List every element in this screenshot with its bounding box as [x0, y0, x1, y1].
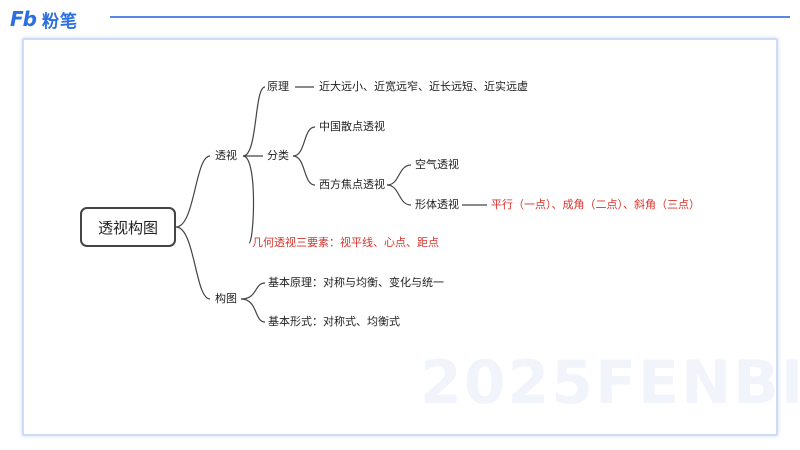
- edge-root-composition: [175, 226, 211, 300]
- edge-perspective-geometry: [242, 155, 255, 244]
- fenbi-logo: Fb 粉笔: [10, 4, 78, 34]
- slide-frame: [22, 38, 778, 436]
- edge-composition-principle: [240, 282, 266, 300]
- node-basic-principle: 基本原理：对称与均衡、变化与统一: [268, 276, 444, 289]
- node-principle-detail: 近大远小、近宽远窄、近长远短、近实远虚: [319, 80, 528, 93]
- header-divider: [110, 16, 790, 18]
- node-composition: 构图: [215, 292, 237, 305]
- edge-perspective-principle: [242, 86, 266, 157]
- root-node: 透视构图: [80, 207, 176, 247]
- edge-classification-chinese: [292, 126, 316, 157]
- watermark: 2025FENBI: [420, 348, 800, 418]
- edge-western-form: [386, 184, 412, 206]
- node-classification: 分类: [267, 149, 289, 162]
- node-geometry-elements: 几何透视三要素：视平线、心点、距点: [252, 236, 439, 249]
- node-form-detail: 平行（一点）、成角（二点）、斜角（三点）: [491, 198, 700, 211]
- edge-composition-form: [240, 298, 266, 323]
- logo-mark: Fb: [10, 7, 37, 31]
- edge-root-perspective: [175, 155, 211, 228]
- logo-text: 粉笔: [41, 11, 78, 32]
- edge-western-air: [386, 164, 412, 186]
- node-form-perspective: 形体透视: [415, 198, 459, 211]
- node-perspective: 透视: [215, 149, 237, 162]
- node-principle: 原理: [267, 80, 289, 93]
- node-western-focus: 西方焦点透视: [319, 178, 385, 191]
- node-air-perspective: 空气透视: [415, 158, 459, 171]
- edge-classification-western: [292, 155, 316, 186]
- node-basic-form: 基本形式：对称式、均衡式: [268, 315, 400, 328]
- node-chinese-scatter: 中国散点透视: [319, 120, 385, 133]
